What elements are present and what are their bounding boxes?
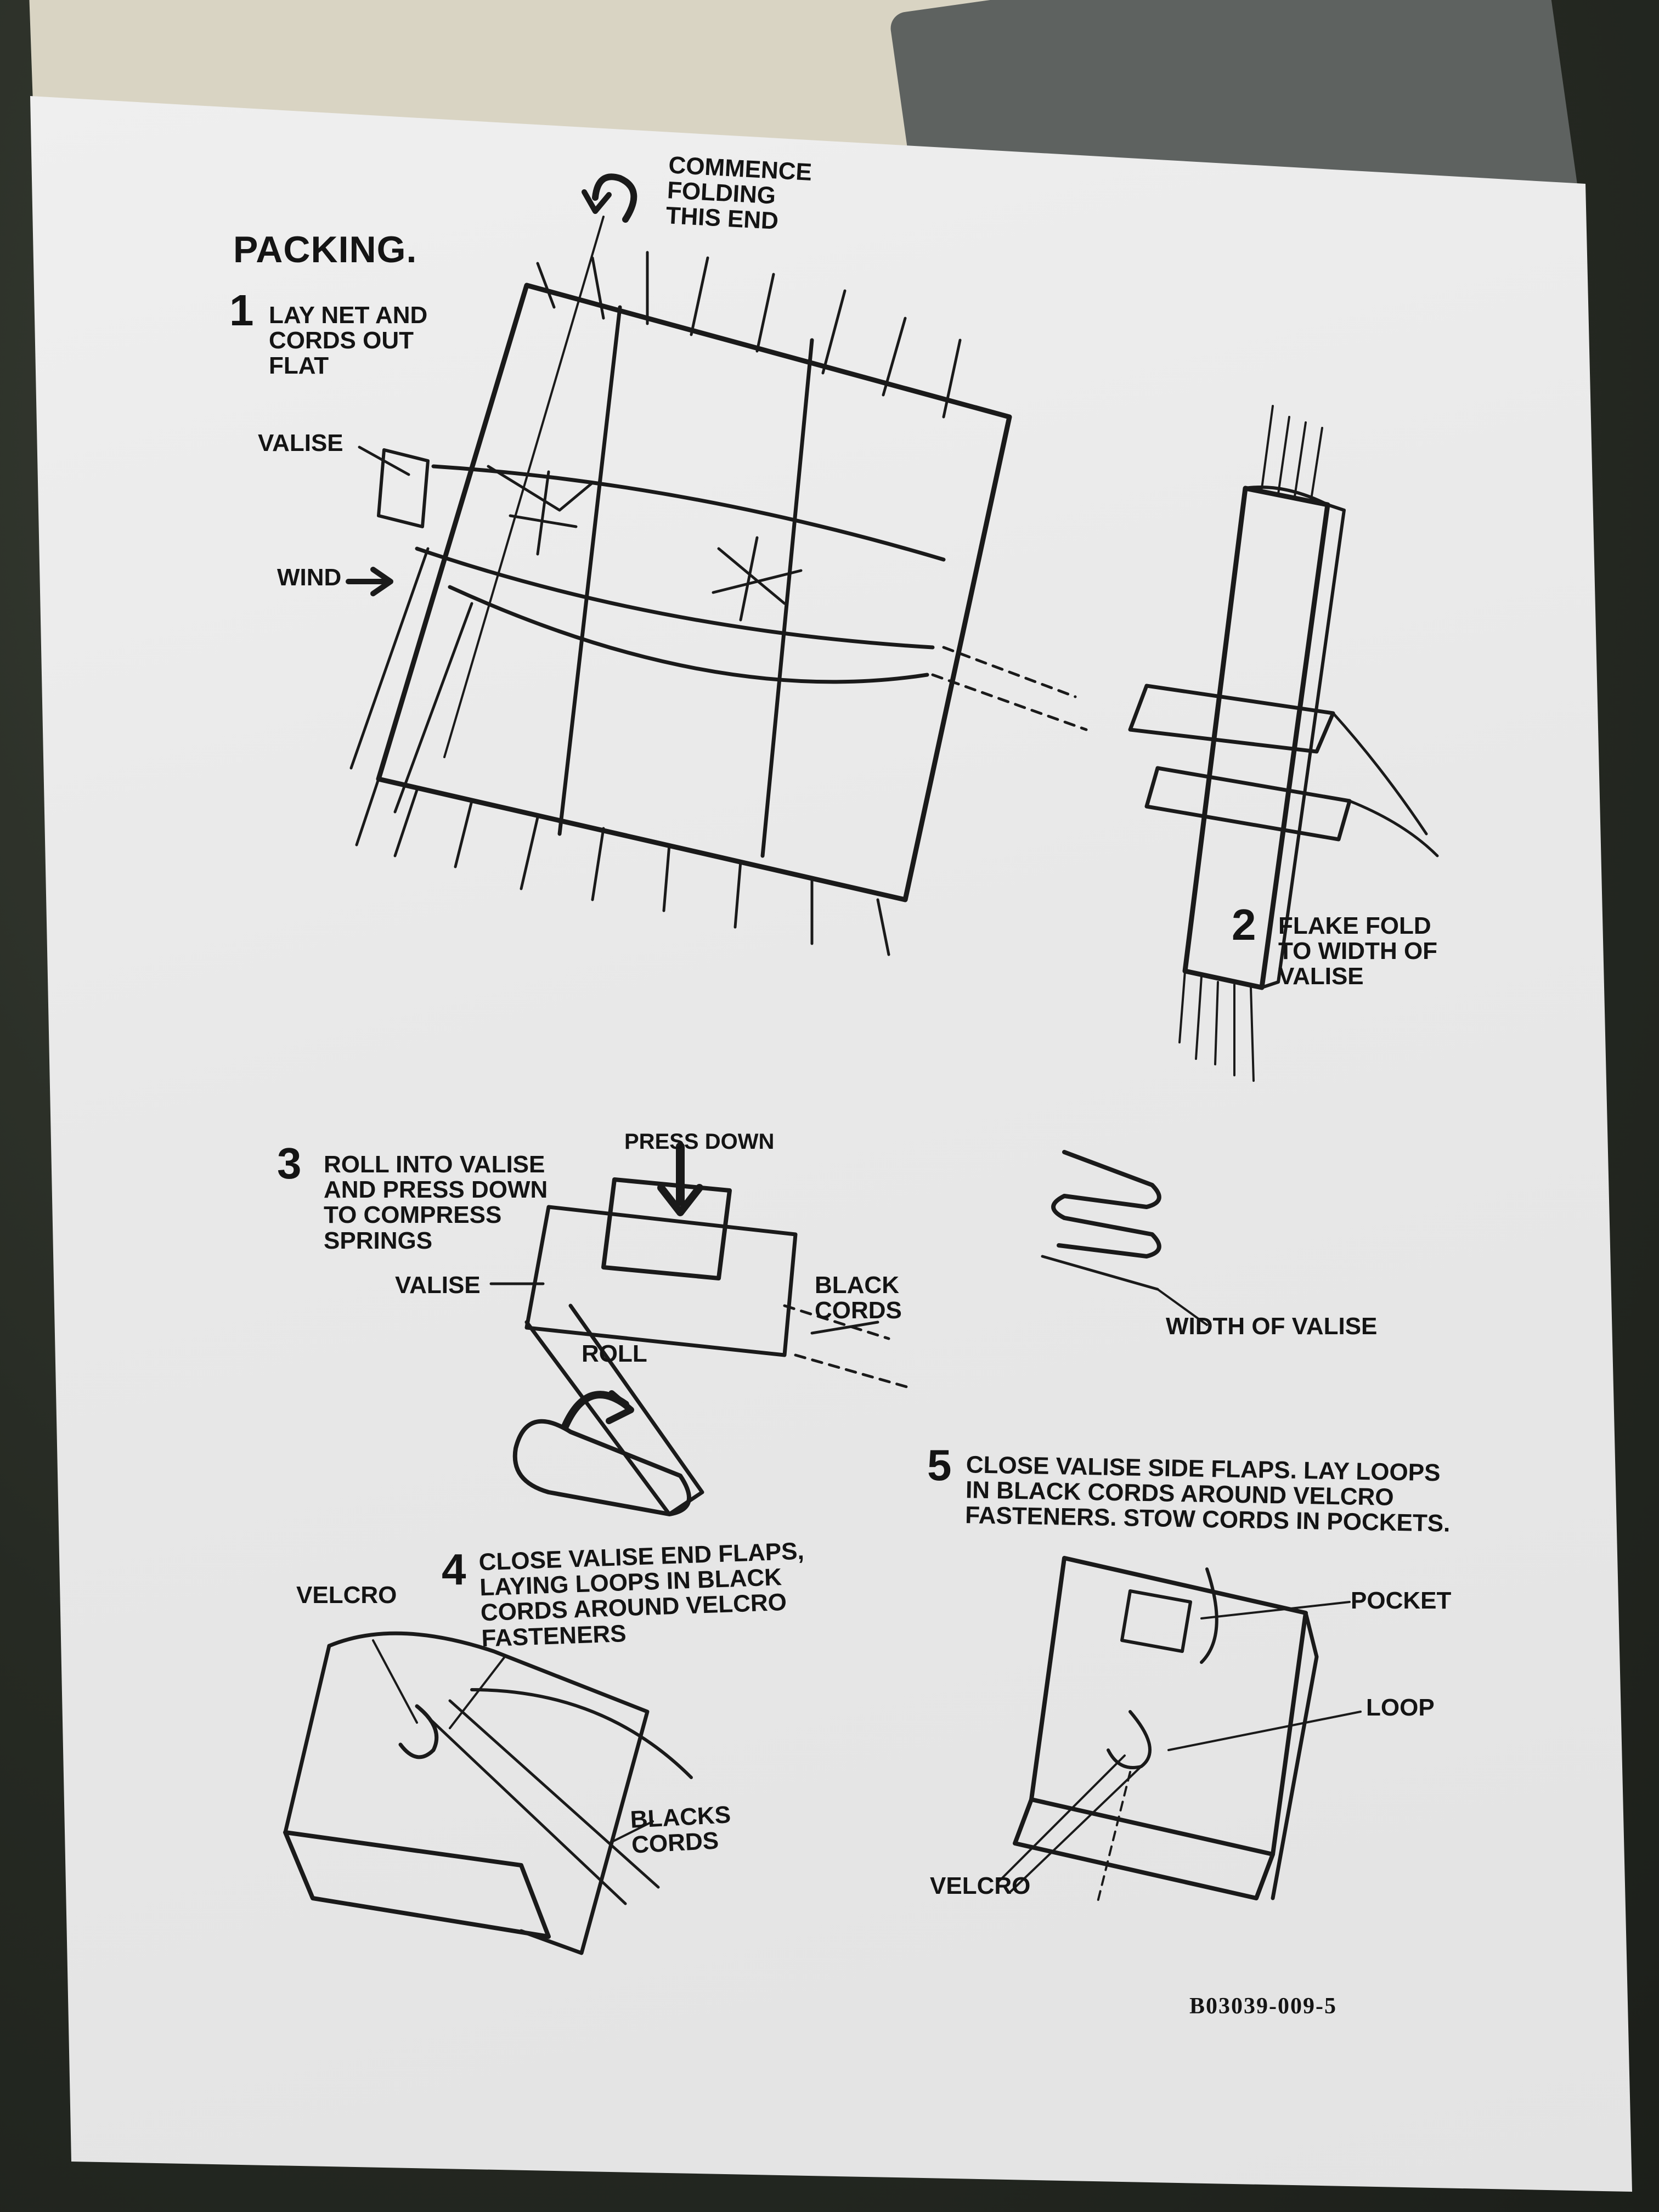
roll-label: ROLL (582, 1340, 647, 1367)
close-end-flaps-drawing (283, 1631, 693, 1955)
wind-arrow-icon (346, 567, 393, 596)
step-1-number: 1 (229, 286, 254, 335)
zigzag-fold-diagram (1041, 1150, 1208, 1326)
step-4-text: CLOSE VALISE END FLAPS, LAYING LOOPS IN … (478, 1537, 805, 1652)
valise-label-1: VALISE (258, 430, 343, 456)
roll-arrow-icon (561, 1390, 634, 1430)
step-3-text: ROLL INTO VALISE AND PRESS DOWN TO COMPR… (324, 1151, 548, 1254)
wind-label: WIND (277, 564, 342, 591)
step-4-number: 4 (442, 1545, 466, 1594)
commence-folding-label: COMMENCE FOLDING THIS END (665, 151, 813, 235)
instruction-sheet (30, 96, 1632, 2192)
valise-label-3: VALISE (395, 1272, 481, 1299)
step-2-text: FLAKE FOLD TO WIDTH OF VALISE (1278, 912, 1438, 990)
velcro-label-4: VELCRO (296, 1582, 397, 1609)
velcro-label-5: VELCRO (930, 1872, 1031, 1899)
u-turn-arrow-icon (582, 173, 637, 223)
step-1-text: LAY NET AND CORDS OUT FLAT (269, 302, 428, 380)
valise-leader-line-1 (358, 445, 410, 476)
step-5-text: CLOSE VALISE SIDE FLAPS. LAY LOOPS IN BL… (964, 1451, 1451, 1538)
pocket-label: POCKET (1351, 1587, 1452, 1614)
loop-label: LOOP (1366, 1694, 1435, 1721)
press-down-arrow-icon (657, 1142, 703, 1216)
width-of-valise-label: WIDTH OF VALISE (1166, 1313, 1378, 1340)
press-down-label: PRESS DOWN (624, 1130, 775, 1154)
black-cords-label: BLACK CORDS (815, 1272, 902, 1324)
page-title: PACKING. (233, 229, 417, 270)
step-2-number: 2 (1232, 900, 1256, 949)
net-laid-flat-drawing (349, 251, 1088, 956)
close-side-flaps-drawing (997, 1556, 1362, 1905)
flake-fold-drawing (1128, 405, 1439, 1082)
step-3-number: 3 (277, 1139, 302, 1188)
commence-leader-line (443, 216, 605, 758)
step-5-number: 5 (927, 1441, 952, 1489)
document-code: B03039-009-5 (1189, 1994, 1337, 2019)
blacks-cords-label: BLACKS CORDS (629, 1801, 732, 1859)
black-cords-leader-line (810, 1321, 879, 1335)
roll-into-valise-drawing (512, 1177, 912, 1516)
